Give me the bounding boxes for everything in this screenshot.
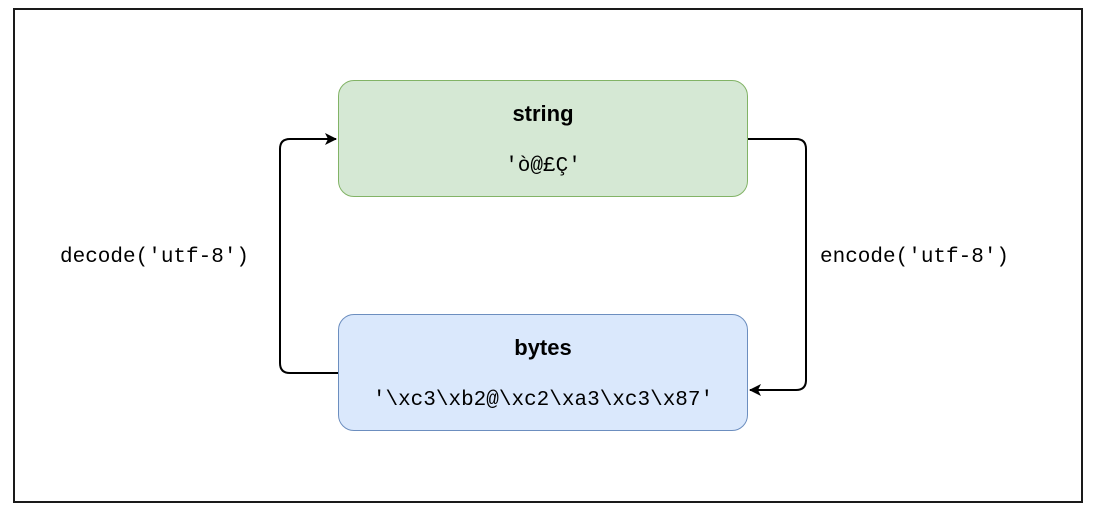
bytes-node: bytes '\xc3\xb2@\xc2\xa3\xc3\x87' <box>338 314 748 431</box>
bytes-node-title: bytes <box>514 335 572 360</box>
encode-arrow <box>748 138 807 396</box>
encode-label: encode('utf-8') <box>820 246 1010 269</box>
string-node-title: string <box>512 101 574 126</box>
string-node: string 'ò@£Ç' <box>338 80 748 197</box>
decode-label: decode('utf-8') <box>60 246 250 269</box>
bytes-node-value: '\xc3\xb2@\xc2\xa3\xc3\x87' <box>372 389 714 412</box>
decode-arrow <box>279 133 338 374</box>
diagram-frame <box>13 8 1083 503</box>
string-node-value: 'ò@£Ç' <box>505 155 581 178</box>
